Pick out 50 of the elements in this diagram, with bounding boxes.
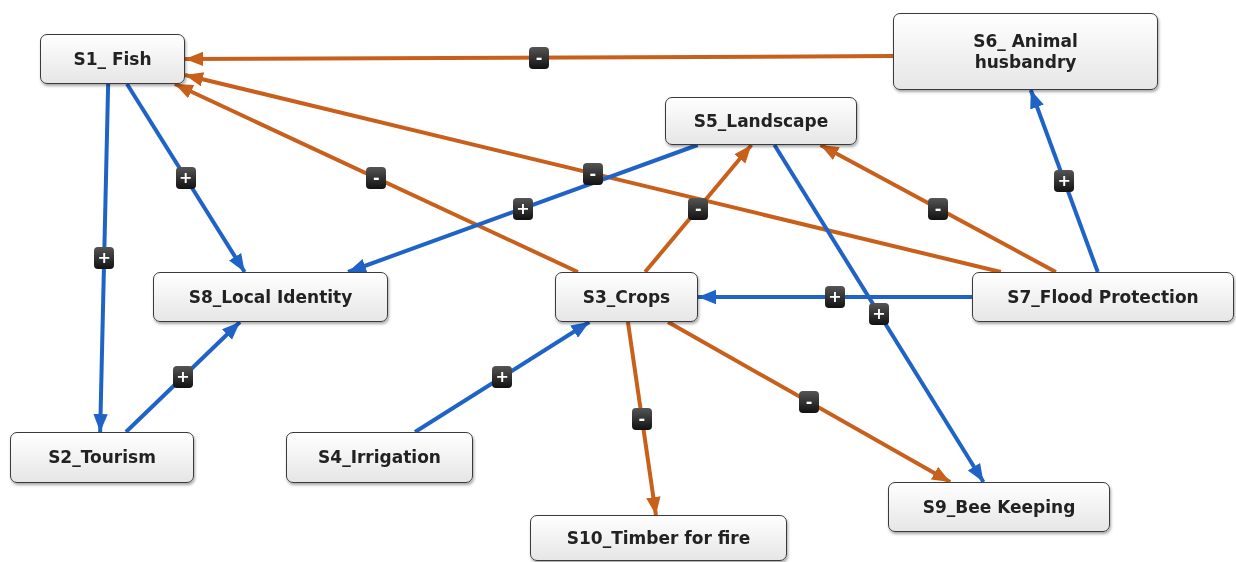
edge-label: + (512, 197, 533, 220)
node-label: S4_Irrigation (318, 447, 441, 468)
arrow (698, 289, 972, 305)
edge-label: + (825, 286, 845, 308)
arrow (1028, 89, 1100, 273)
arrow (347, 143, 699, 274)
edge-label: + (1054, 170, 1075, 192)
node-label: S8_Local Identity (188, 286, 353, 308)
node-box (530, 515, 787, 561)
node-box (10, 432, 194, 483)
arrow (413, 320, 591, 434)
arrow (185, 51, 893, 67)
node-box (153, 272, 388, 322)
edge-label: - (799, 391, 820, 413)
node-label: S7_Flood Protection (1007, 286, 1199, 308)
arrow (93, 83, 111, 433)
node-box (286, 432, 473, 483)
node-box (972, 272, 1234, 322)
node-label: S5_Landscape (693, 110, 829, 132)
edge-label: - (928, 197, 949, 220)
node-box (888, 482, 1110, 532)
edge-label: - (529, 46, 549, 69)
node-box (40, 34, 185, 84)
arrow (184, 72, 1002, 274)
edge-label: + (492, 366, 513, 388)
arrow (125, 82, 247, 274)
edge-label: + (868, 302, 889, 325)
node-box (555, 272, 698, 322)
node-box (893, 13, 1158, 90)
node-label: S2_Tourism (48, 447, 156, 468)
arrow (667, 320, 952, 484)
arrow (174, 82, 579, 274)
node-label: S9_Bee Keeping (922, 496, 1076, 518)
edge-label: - (366, 167, 387, 189)
edge-label: + (94, 247, 115, 269)
edge-label: + (175, 167, 196, 189)
edge-label: + (172, 366, 193, 388)
node-label: S6_ Animal husbandry (972, 31, 1079, 72)
edge-label: - (688, 197, 709, 220)
arrow (819, 143, 1057, 274)
edge-label: - (582, 162, 603, 185)
node-label: S3_Crops (582, 286, 671, 308)
node-label: S10_Timber for fire (566, 527, 751, 549)
edge-label: - (631, 407, 652, 430)
arrow (124, 320, 242, 434)
node-label: S1_ Fish (73, 48, 152, 70)
arrow (625, 321, 661, 516)
node-box (665, 97, 857, 145)
arrow (772, 143, 986, 484)
arrow (643, 143, 753, 274)
